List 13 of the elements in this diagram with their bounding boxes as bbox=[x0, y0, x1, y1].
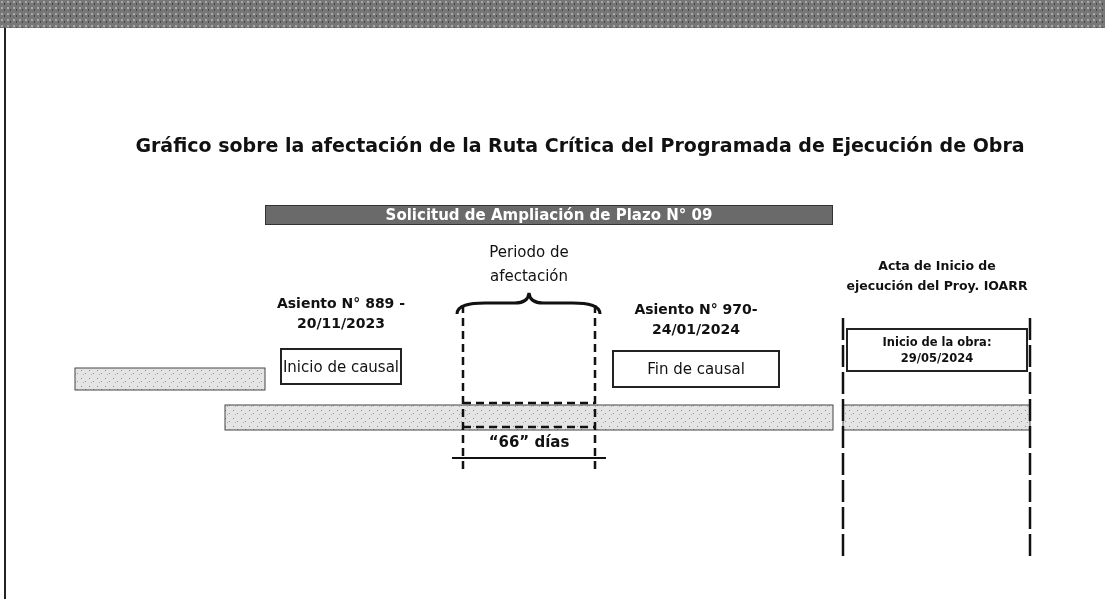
event-heading: Asiento N° 889 - 20/11/2023 bbox=[275, 294, 407, 333]
event-box: Inicio de causal bbox=[280, 348, 402, 385]
caption-text: Acta de Inicio de ejecución del Proy. IOARR bbox=[845, 257, 1029, 295]
gantt-bar bbox=[842, 404, 1031, 431]
chart-title: Gráfico sobre la afectación de la Ruta Crítica del Programada de Ejecución de Obra bbox=[134, 134, 1026, 156]
period-label: Periodo de afectación bbox=[488, 242, 570, 287]
gantt-bar bbox=[74, 367, 266, 391]
event-box: Fin de causal bbox=[612, 350, 780, 388]
event-box: Inicio de la obra: 29/05/2024 bbox=[846, 328, 1028, 372]
event-heading: Asiento N° 970- 24/01/2024 bbox=[633, 300, 759, 339]
gantt-bar bbox=[224, 404, 834, 431]
duration-label: “66” días bbox=[487, 433, 571, 451]
banner: Solicitud de Ampliación de Plazo N° 09 bbox=[265, 205, 833, 225]
